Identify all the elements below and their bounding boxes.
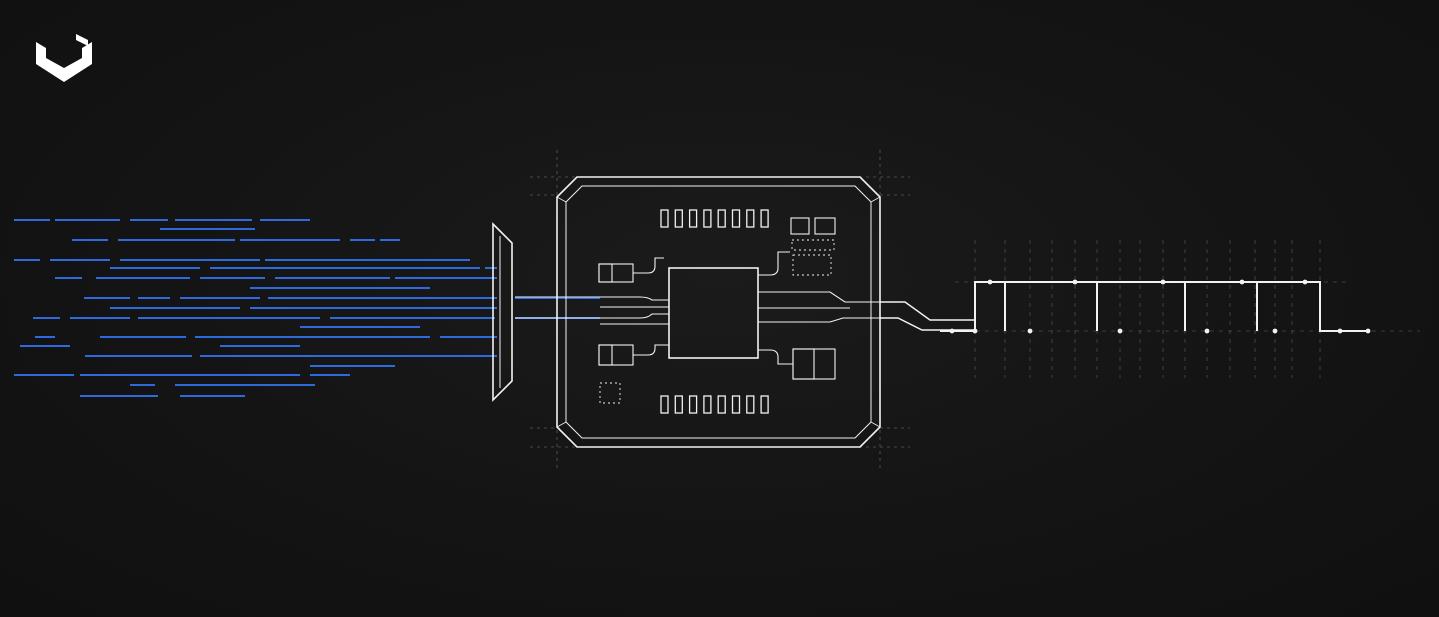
square-wave-icon [940,240,1420,378]
lens-icon [492,222,513,402]
light-beam-icon [14,218,600,398]
chip-icon [515,150,975,470]
chevron-cube-logo-icon [36,34,92,82]
